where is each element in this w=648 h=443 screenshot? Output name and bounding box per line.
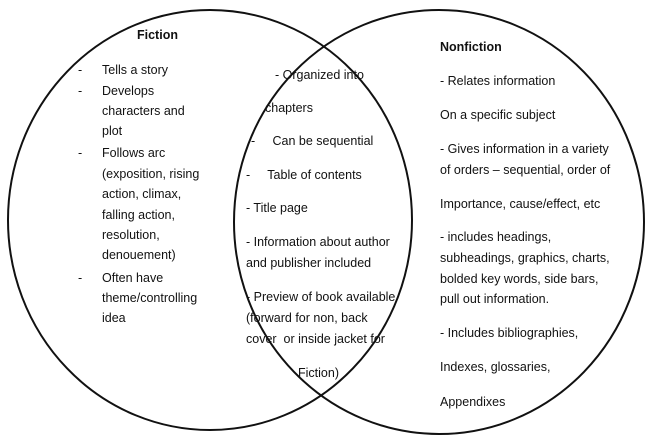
fiction-bullet-3-line-1: Follows arc [102,146,166,160]
overlap-line-1: - Organized into [275,68,364,82]
overlap-line-2: chapters [265,101,313,115]
nonfiction-line-12: Appendixes [440,395,506,409]
nonfiction-line-10: - Includes bibliographies, [440,326,579,340]
fiction-bullet-dash: - [78,63,83,77]
overlap-line-7: and publisher included [246,256,372,270]
fiction-bullet-4-line-3: idea [102,311,126,325]
overlap-line-5: - Title page [246,201,308,215]
nonfiction-line-8: bolded key words, side bars, [440,272,599,286]
nonfiction-circle [233,9,645,435]
nonfiction-line-6: - includes headings, [440,230,552,244]
fiction-title: Fiction [137,28,178,42]
fiction-bullet-dash: - [78,84,83,98]
fiction-bullet-dash: - [78,146,83,160]
overlap-line-11: Fiction) [298,366,339,380]
fiction-bullet-3-line-6: denouement) [102,248,176,262]
nonfiction-line-5: Importance, cause/effect, etc [440,197,601,211]
fiction-circle [7,9,413,431]
nonfiction-line-3: - Gives information in a variety [440,142,609,156]
overlap-line-3: - Can be sequential [251,134,374,148]
overlap-line-6: - Information about author [246,235,390,249]
nonfiction-line-4: of orders – sequential, order of [440,163,611,177]
fiction-bullet-3-line-2: (exposition, rising [102,167,200,181]
nonfiction-line-7: subheadings, graphics, charts, [440,251,610,265]
fiction-bullet-2-line-2: characters and [102,104,185,118]
overlap-line-9: (forward for non, back [246,311,368,325]
overlap-line-8: - Preview of book available [246,290,396,304]
fiction-bullet-2-line-3: plot [102,124,123,138]
nonfiction-line-9: pull out information. [440,292,550,306]
fiction-bullet-4-line-1: Often have [102,271,164,285]
nonfiction-line-1: - Relates information [440,74,556,88]
fiction-bullet-4-line-2: theme/controlling [102,291,198,305]
nonfiction-line-2: On a specific subject [440,108,556,122]
fiction-bullet-1-line-1: Tells a story [102,63,168,77]
fiction-bullet-3-line-3: action, climax, [102,187,182,201]
fiction-bullet-3-line-5: resolution, [102,228,160,242]
fiction-bullet-dash: - [78,271,83,285]
overlap-line-4: - Table of contents [246,168,362,182]
fiction-bullet-3-line-4: falling action, [102,208,175,222]
nonfiction-title: Nonfiction [440,40,502,54]
nonfiction-line-11: Indexes, glossaries, [440,360,551,374]
overlap-line-10: cover or inside jacket for [246,332,385,346]
fiction-bullet-2-line-1: Develops [102,84,155,98]
